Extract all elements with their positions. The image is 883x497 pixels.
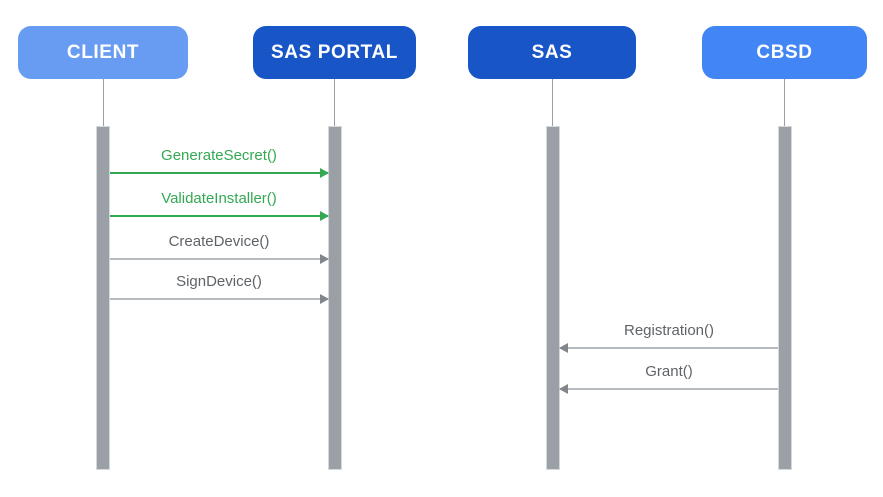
message-grant: Grant() [559, 360, 778, 394]
arrowhead-right-icon [320, 294, 329, 304]
lifeline-sas [552, 79, 553, 126]
activation-bar-client [96, 126, 110, 470]
arrowhead-right-icon [320, 168, 329, 178]
message-label: Registration() [623, 322, 715, 339]
message-validate-installer: ValidateInstaller() [110, 187, 329, 221]
arrowhead-right-icon [320, 211, 329, 221]
message-arrow [559, 384, 778, 394]
arrowhead-right-icon [320, 254, 329, 264]
actor-box-client: CLIENT [18, 26, 188, 79]
message-label: Grant() [645, 363, 693, 380]
message-arrow [110, 211, 329, 221]
message-arrow [110, 254, 329, 264]
message-arrow [559, 343, 778, 353]
activation-bar-sas-portal [328, 126, 342, 470]
actor-label-client: CLIENT [66, 41, 140, 63]
message-sign-device: SignDevice() [110, 270, 329, 304]
lifeline-sas-portal [334, 79, 335, 126]
message-create-device: CreateDevice() [110, 230, 329, 264]
message-generate-secret: GenerateSecret() [110, 144, 329, 178]
actor-label-sas-portal: SAS PORTAL [270, 41, 399, 63]
activation-bar-sas [546, 126, 560, 470]
actor-box-sas: SAS [468, 26, 636, 79]
lifeline-cbsd [784, 79, 785, 126]
message-arrow [110, 168, 329, 178]
actor-label-cbsd: CBSD [756, 41, 813, 63]
message-label: GenerateSecret() [161, 147, 277, 164]
lifeline-client [103, 79, 104, 126]
arrowhead-left-icon [559, 384, 568, 394]
message-label: SignDevice() [176, 273, 262, 290]
arrowhead-left-icon [559, 343, 568, 353]
activation-bar-cbsd [778, 126, 792, 470]
message-registration: Registration() [559, 319, 778, 353]
actor-box-sas-portal: SAS PORTAL [253, 26, 416, 79]
actor-label-sas: SAS [531, 41, 573, 63]
message-label: ValidateInstaller() [161, 190, 277, 207]
actor-box-cbsd: CBSD [702, 26, 867, 79]
message-arrow [110, 294, 329, 304]
message-label: CreateDevice() [168, 233, 270, 250]
